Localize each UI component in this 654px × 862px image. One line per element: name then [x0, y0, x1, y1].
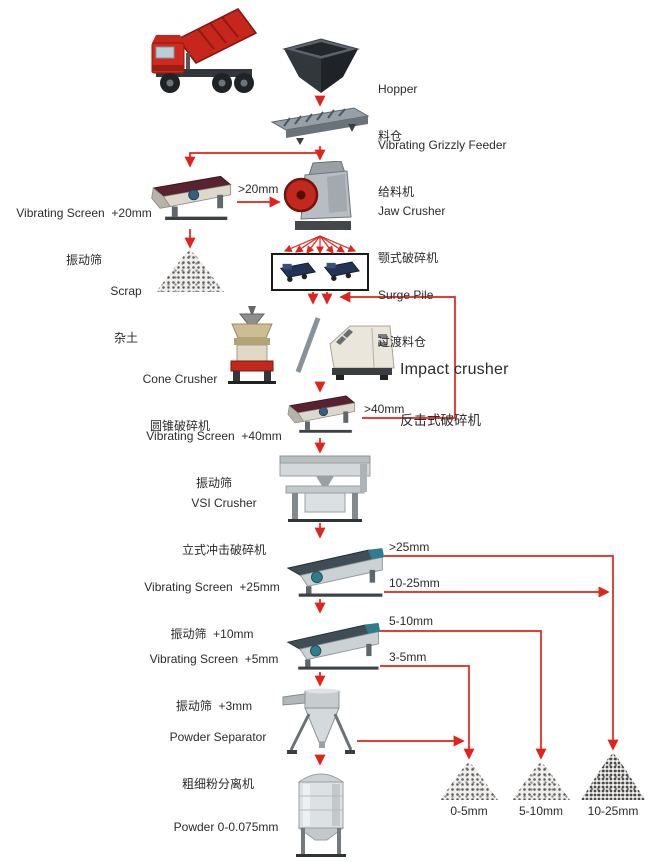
stockpile-10-25mm: [581, 753, 645, 800]
hopper-image: [282, 36, 360, 101]
screen25-label-en: Vibrating Screen +25mm: [144, 579, 280, 594]
crusher-alternative-slash: [294, 316, 322, 379]
dump-truck-image: [140, 5, 265, 100]
powder-separator-image: [281, 688, 361, 763]
powder-separator-label-en: Powder Separator: [169, 729, 267, 744]
feeder-label-zh: 给料机: [378, 185, 415, 200]
surge-pile-label-zh: 过渡料仓: [378, 335, 427, 350]
jaw-crusher-label: Jaw Crusher 颚式破碎机: [378, 172, 445, 299]
screen5-label-en: Vibrating Screen +5mm: [149, 651, 279, 666]
vsi-crusher-label-en: VSI Crusher: [191, 495, 257, 510]
powder-separator-label-zh: 粗细粉分离机: [181, 777, 254, 792]
screen5-label-zh: 振动筛 +3mm: [175, 699, 253, 714]
cone-crusher-label: Cone Crusher 圆锥破碎机: [138, 340, 222, 467]
vsi-crusher-image: [278, 454, 372, 527]
grizzly-feeder-image: [270, 100, 370, 151]
cone-crusher-image: [220, 306, 284, 389]
stream-label-5-10: 5-10mm: [389, 614, 434, 628]
screen25-label: Vibrating Screen +25mm 振动筛 +10mm: [138, 548, 286, 675]
screen20-label-en: Vibrating Screen +20mm: [16, 205, 152, 220]
scrap-pile: [156, 250, 224, 292]
vsi-crusher-label-zh: 立式冲击破碎机: [181, 543, 266, 558]
feeder-label: Vibrating Grizzly Feeder 给料机: [378, 106, 507, 233]
screen5-label: Vibrating Screen +5mm 振动筛 +3mm: [142, 620, 286, 747]
stream-label-gt25: >25mm: [389, 540, 430, 554]
screen40-label-en: Vibrating Screen +40mm: [146, 428, 282, 443]
jaw-crusher-label-zh: 颚式破碎机: [378, 251, 439, 266]
vibrating-screen-40-image: [281, 393, 363, 442]
stockpile-5-10mm-label: 5-10mm: [518, 804, 563, 818]
impact-crusher-label-zh: 反击式破碎机: [400, 413, 481, 429]
surge-pile-label-en: Surge Pile: [378, 287, 434, 302]
hopper-label-en: Hopper: [378, 81, 418, 96]
powder-separator-label: Powder Separator 粗细粉分离机: [156, 698, 280, 825]
stream-label-gt40: >40mm: [364, 402, 405, 416]
surge-pile-label: Surge Pile 过渡料仓: [378, 256, 433, 383]
hopper-label: Hopper 料仓: [378, 50, 417, 177]
screen20-label: Vibrating Screen +20mm 振动筛: [16, 174, 152, 301]
stockpile-0-5mm: [440, 762, 498, 800]
powder-silo-label: Powder 0-0.075mm 石粉: [162, 788, 290, 862]
scrap-label-en: Scrap: [110, 283, 142, 298]
stockpile-0-5mm-label: 0-5mm: [450, 804, 488, 818]
screen40-label: Vibrating Screen +40mm 振动筛: [146, 397, 282, 524]
vsi-crusher-label: VSI Crusher 立式冲击破碎机: [168, 464, 280, 591]
vibrating-screen-25-image: [286, 540, 386, 603]
surge-pile-box: [271, 253, 369, 296]
scrap-label: Scrap 杂土: [100, 252, 152, 379]
feeder-label-en: Vibrating Grizzly Feeder: [378, 137, 507, 152]
screen40-label-zh: 振动筛: [195, 476, 232, 491]
vibrating-screen-5-image: [286, 615, 382, 676]
stream-label-gt20: >20mm: [238, 182, 279, 196]
impact-crusher-label: Impact crusher 反击式破碎机: [400, 327, 509, 462]
arrow-3-5-line: [380, 665, 475, 760]
hopper-label-zh: 料仓: [378, 129, 403, 144]
stream-label-3-5: 3-5mm: [389, 650, 427, 664]
screen20-label-zh: 振动筛: [65, 253, 102, 268]
scrap-label-zh: 杂土: [113, 331, 138, 346]
stockpile-10-25mm-label: 10-25mm: [587, 804, 639, 818]
powder-silo-label-en: Powder 0-0.075mm: [173, 819, 279, 834]
stream-label-10-25: 10-25mm: [389, 576, 440, 590]
cone-crusher-label-en: Cone Crusher: [142, 371, 218, 386]
vibrating-screen-20-image: [150, 170, 234, 233]
stockpile-5-10mm: [512, 762, 570, 800]
impact-crusher-label-en: Impact crusher: [400, 360, 509, 378]
screen25-label-zh: 振动筛 +10mm: [170, 627, 254, 642]
powder-silo-image: [292, 766, 350, 862]
cone-crusher-label-zh: 圆锥破碎机: [149, 419, 210, 434]
jaw-crusher-image: [283, 160, 359, 240]
jaw-crusher-label-en: Jaw Crusher: [378, 203, 446, 218]
